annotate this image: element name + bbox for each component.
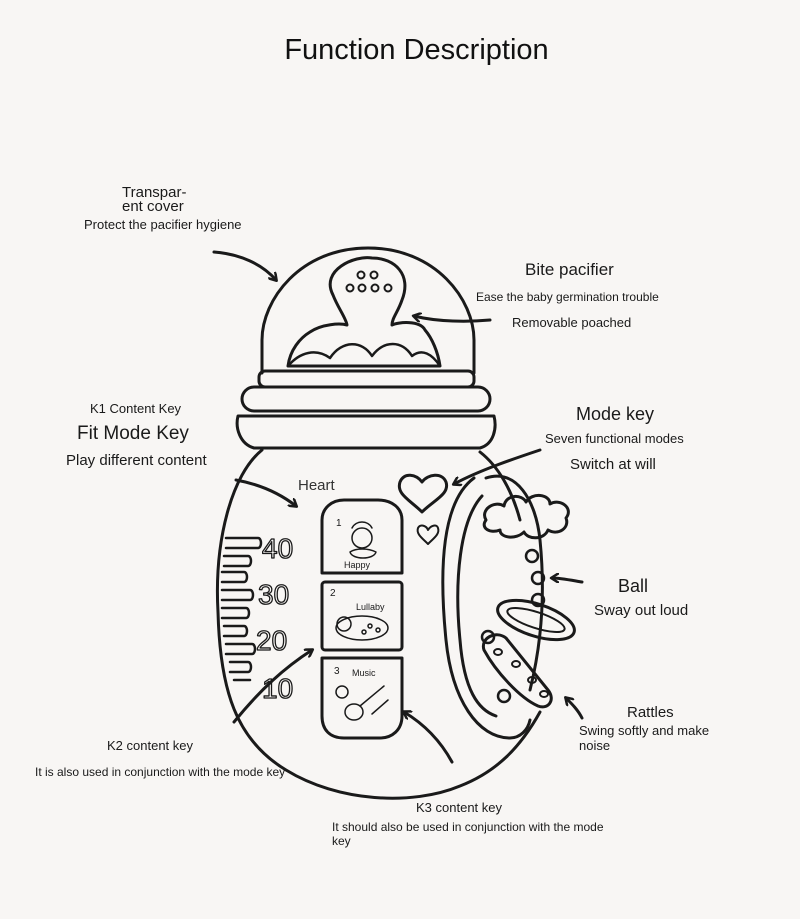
scale-mark-10: 10: [262, 673, 293, 704]
mode-title: Mode key: [576, 404, 655, 424]
sleeping-bear-icon: [335, 615, 389, 641]
arrow-bite: [414, 316, 492, 323]
arrow-mode: [454, 448, 542, 484]
bite-desc-2: Removable poached: [512, 315, 632, 330]
content-key-1: [320, 498, 404, 575]
transparent-cover: [260, 246, 476, 375]
callout-arrows: [212, 250, 584, 764]
handle: [441, 476, 532, 740]
content-key-3: [320, 656, 404, 740]
key-2-label: Lullaby: [356, 602, 385, 612]
heart-button: [397, 473, 449, 514]
k3-desc-1: It should also be used in conjunction wi…: [332, 820, 604, 834]
arrow-k2: [232, 650, 312, 724]
key-3-number: 3: [334, 666, 340, 677]
scale-numbers: 40 30 20 10: [255, 532, 293, 704]
k2-desc: It is also used in conjunction with the …: [35, 765, 286, 779]
collar-top: [257, 369, 476, 389]
page-title: Function Description: [284, 34, 549, 66]
ball-desc: Sway out loud: [594, 602, 689, 619]
mode-desc-1: Seven functional modes: [545, 431, 684, 446]
baby-face-icon: [351, 527, 373, 549]
bite-title: Bite pacifier: [525, 260, 614, 279]
k2-title: K2 content key: [107, 738, 193, 753]
rattle: [481, 633, 553, 709]
k3-desc-2: key: [332, 834, 351, 848]
arrow-fit-mode: [234, 478, 296, 506]
key-2-number: 2: [330, 588, 336, 599]
collar-bottom: [235, 414, 497, 450]
heart-label: Heart: [298, 477, 335, 494]
k1-title: Fit Mode Key: [77, 423, 189, 444]
handle-cloud: [482, 494, 570, 540]
cover-title-2: ent cover: [122, 198, 184, 215]
handle-balls: [524, 548, 546, 608]
key-1-label: Happy: [344, 560, 371, 570]
bottle-body: [215, 448, 542, 800]
k1-desc: Play different content: [66, 452, 207, 469]
guitar-icon: [344, 703, 364, 721]
collar-middle: [240, 385, 492, 413]
bite-desc-1: Ease the baby germination trouble: [476, 290, 659, 304]
arrow-k3: [404, 712, 454, 764]
scale-ticks: [220, 536, 263, 682]
rattles-desc-2: noise: [579, 738, 611, 753]
rattles-title: Rattles: [627, 704, 674, 721]
small-heart-icon: [416, 524, 440, 545]
k1-small-label: K1 Content Key: [90, 401, 182, 416]
cover-desc: Protect the pacifier hygiene: [84, 217, 242, 232]
ball-title: Ball: [618, 576, 649, 596]
bite-pacifier: [286, 256, 442, 368]
scale-mark-40: 40: [262, 533, 293, 564]
cover-title: Transpar-: [122, 184, 187, 201]
rattles-desc-1: Swing softly and make: [579, 723, 710, 738]
content-key-2: [320, 580, 404, 652]
k3-title: K3 content key: [416, 800, 502, 815]
key-3-label: Music: [352, 668, 376, 678]
arrow-ball: [552, 578, 584, 584]
scale-mark-20: 20: [256, 625, 287, 656]
ball-ring: [496, 598, 576, 642]
key-1-number: 1: [336, 518, 342, 529]
scale-mark-30: 30: [258, 579, 289, 610]
pacifier-holes-icon: [345, 270, 393, 293]
mode-desc-2: Switch at will: [570, 456, 656, 473]
arrow-cover: [212, 250, 276, 280]
arrow-rattles: [566, 698, 584, 720]
drum-icon: [335, 685, 349, 699]
